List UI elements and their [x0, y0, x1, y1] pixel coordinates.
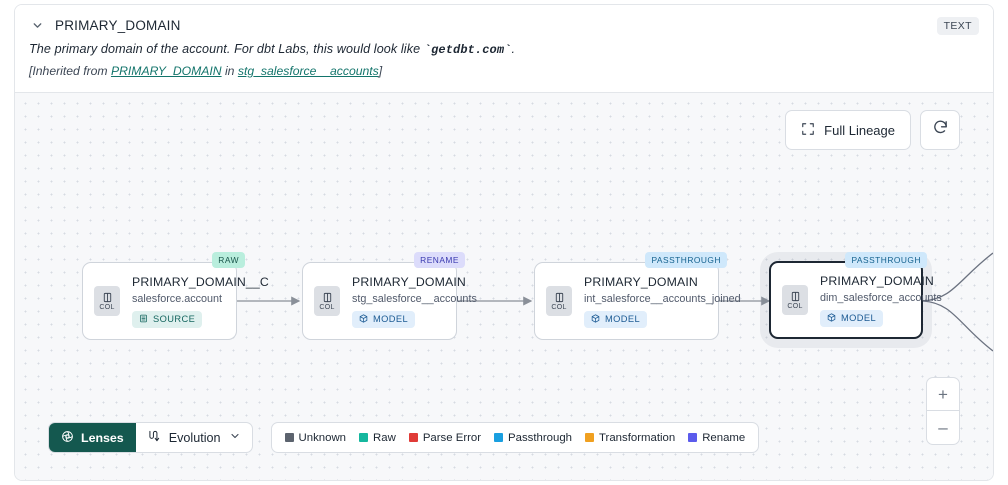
cube-icon [827, 312, 836, 324]
node-type-label: MODEL [605, 314, 641, 324]
lineage-canvas[interactable]: RAW COL PRIMARY_DOMAIN__C salesforce.acc… [15, 93, 993, 480]
full-lineage-label: Full Lineage [824, 122, 895, 138]
chevron-down-icon[interactable] [29, 17, 45, 33]
description-prefix: The primary domain of the account. For d… [29, 42, 424, 56]
column-icon: COL [782, 285, 808, 315]
inherited-suffix: ] [378, 64, 383, 78]
legend-item: Parse Error [408, 431, 482, 444]
node-type-badge: MODEL [820, 309, 884, 327]
inherited-model-link[interactable]: stg_salesforce__accounts [237, 64, 379, 78]
column-icon-label: COL [99, 303, 115, 311]
legend-label: Passthrough [508, 431, 573, 444]
legend-label: Transformation [599, 431, 676, 444]
lineage-node-selected[interactable]: PASSTHROUGH COL PRIMARY_DOMAIN dim_sales… [769, 252, 942, 339]
description-suffix: . [511, 42, 516, 56]
column-type-badge: TEXT [936, 17, 979, 35]
legend-item: Passthrough [494, 432, 572, 444]
lineage-node[interactable]: RAW COL PRIMARY_DOMAIN__C salesforce.acc… [82, 252, 269, 340]
legend-swatch [408, 433, 418, 442]
expand-corners-icon [801, 122, 815, 139]
node-title: PRIMARY_DOMAIN__C [132, 274, 269, 289]
zoom-controls: + – [926, 377, 960, 445]
inherited-note: [Inherited from PRIMARY_DOMAIN in stg_sa… [29, 64, 993, 78]
column-icon: COL [94, 286, 120, 316]
canvas-bottom-bar: Lenses Evolution [48, 422, 760, 453]
lenses-evolution-group: Lenses Evolution [48, 422, 253, 453]
evolution-icon [147, 429, 161, 446]
legend-item: Transformation [585, 432, 675, 444]
lenses-button[interactable]: Lenses [49, 423, 136, 452]
zoom-out-button[interactable]: – [938, 418, 948, 437]
column-icon-label: COL [787, 302, 803, 310]
node-kind-badge: PASSTHROUGH [845, 252, 927, 268]
node-subtitle: salesforce.account [132, 292, 223, 305]
full-lineage-button[interactable]: Full Lineage [785, 110, 911, 150]
column-icon: COL [546, 286, 572, 316]
lineage-legend: Unknown Raw Parse Error Passthrough Tran… [270, 422, 760, 453]
legend-swatch [359, 433, 369, 442]
header-divider [15, 92, 993, 93]
cube-icon [359, 313, 368, 325]
cube-icon [591, 313, 600, 325]
column-icon-label: COL [551, 303, 567, 311]
node-title: PRIMARY_DOMAIN [352, 274, 466, 289]
refresh-button[interactable] [920, 110, 960, 150]
inherited-column-link[interactable]: PRIMARY_DOMAIN [110, 64, 222, 78]
canvas-controls: Full Lineage [785, 110, 960, 150]
legend-label: Rename [702, 431, 746, 444]
node-subtitle: int_salesforce__accounts_joined [584, 292, 741, 305]
legend-swatch [688, 433, 698, 442]
description-code: `getdbt.com` [423, 43, 512, 57]
node-subtitle: stg_salesforce__accounts [352, 292, 477, 305]
legend-swatch [494, 433, 504, 442]
column-icon: COL [314, 286, 340, 316]
inherited-middle: in [221, 64, 238, 78]
column-icon-label: COL [319, 303, 335, 311]
column-lineage-panel: PRIMARY_DOMAIN TEXT The primary domain o… [14, 4, 994, 481]
lineage-edges [237, 252, 993, 352]
node-type-badge: SOURCE [132, 310, 203, 328]
node-type-label: SOURCE [153, 314, 196, 324]
evolution-dropdown[interactable]: Evolution [136, 423, 252, 452]
legend-label: Raw [373, 431, 396, 444]
lineage-node[interactable]: PASSTHROUGH COL PRIMARY_DOMAIN int_sales… [534, 252, 741, 340]
zoom-in-button[interactable]: + [927, 378, 959, 411]
lineage-graph: RAW COL PRIMARY_DOMAIN__C salesforce.acc… [15, 93, 993, 480]
lineage-node[interactable]: RENAME COL PRIMARY_DOMAIN stg_salesforce… [302, 252, 477, 340]
refresh-icon [932, 119, 949, 141]
node-title: PRIMARY_DOMAIN [584, 274, 698, 289]
column-description: The primary domain of the account. For d… [29, 42, 993, 57]
node-kind-badge: PASSTHROUGH [645, 252, 727, 268]
node-subtitle: dim_salesforce_accounts [820, 291, 942, 304]
panel-header: PRIMARY_DOMAIN TEXT The primary domain o… [15, 5, 993, 93]
database-icon [139, 314, 148, 325]
legend-item: Unknown [284, 431, 347, 444]
legend-label: Unknown [298, 431, 347, 444]
legend-label: Parse Error [422, 431, 482, 444]
lens-icon [61, 430, 74, 446]
legend-item: Rename [688, 432, 745, 444]
node-kind-badge: RAW [212, 252, 245, 268]
node-type-badge: MODEL [584, 310, 648, 328]
inherited-prefix: [Inherited from [29, 64, 111, 78]
lenses-label: Lenses [81, 430, 124, 445]
node-type-label: MODEL [373, 314, 409, 324]
page-title: PRIMARY_DOMAIN [55, 17, 181, 33]
evolution-label: Evolution [168, 430, 221, 445]
node-type-label: MODEL [841, 313, 877, 323]
legend-item: Raw [359, 432, 396, 444]
legend-swatch [284, 433, 294, 442]
legend-swatch [585, 433, 595, 442]
node-type-badge: MODEL [352, 310, 416, 328]
chevron-down-icon [229, 430, 241, 445]
node-kind-badge: RENAME [414, 252, 465, 268]
node-title: PRIMARY_DOMAIN [820, 273, 934, 288]
